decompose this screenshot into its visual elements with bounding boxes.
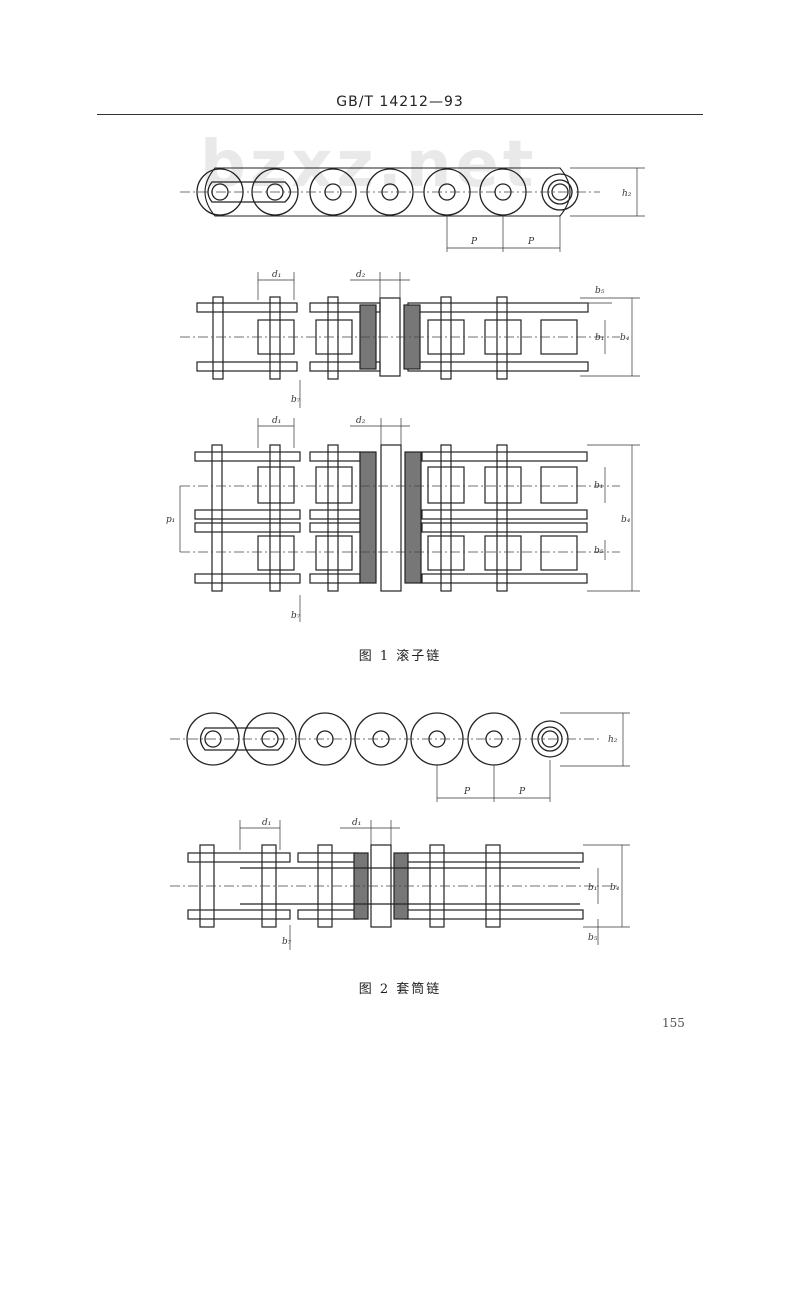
fig1b-b1-label: b₁ <box>595 333 604 343</box>
page-number: 155 <box>662 1016 685 1030</box>
fig2b-b7-label: b₇ <box>282 937 292 947</box>
fig1b-b7-label: b₇ <box>291 395 301 405</box>
figure2-caption: 图 2 套筒链 <box>358 982 442 997</box>
fig1c-p1-label: p₁ <box>166 515 175 525</box>
fig1c-d2-label: d₂ <box>356 416 366 426</box>
fig2b-b1-label: b₁ <box>588 883 597 893</box>
fig2-side-view: h₂ P P <box>170 712 630 802</box>
fig2-pitch-label-2: P <box>518 787 526 797</box>
fig1-double-row-top-view: d₁ d₂ p₁ b₁ b₄ b₅ b₇ <box>166 416 640 622</box>
fig2b-b4-label: b₄ <box>610 883 620 893</box>
figure1-caption: 图 1 滚子链 <box>358 649 442 664</box>
fig2-top-view: d₁ d₁ b₁ b₄ b₅ b₇ <box>170 818 630 950</box>
fig1c-b1-label: b₁ <box>594 481 603 491</box>
fig1-pitch-label-1: P <box>470 237 478 247</box>
fig1-h2-label: h₂ <box>622 189 632 199</box>
fig2b-d1b-label: d₁ <box>352 818 361 828</box>
fig1c-b5-label: b₅ <box>594 546 604 556</box>
fig1c-b7-label: b₇ <box>291 611 301 621</box>
fig1-side-view: h₂ P P <box>180 167 645 252</box>
fig1c-d1-label: d₁ <box>272 416 281 426</box>
fig1-single-row-top-view: d₁ d₂ b₅ b₁ b₄ b₇ <box>180 270 640 408</box>
fig1-pitch-label-2: P <box>527 237 535 247</box>
fig1b-d1-label: d₁ <box>272 270 281 280</box>
fig2-pitch-label-1: P <box>463 787 471 797</box>
fig2-h2-label: h₂ <box>608 735 618 745</box>
fig1b-b4-label: b₄ <box>620 333 630 343</box>
standard-header: GB/T 14212—93 <box>336 94 464 110</box>
fig2b-d1-label: d₁ <box>262 818 271 828</box>
fig1c-b4-label: b₄ <box>621 515 631 525</box>
header-rule <box>97 114 703 115</box>
fig1b-b5-label: b₅ <box>595 286 605 296</box>
fig1b-d2-label: d₂ <box>356 270 366 280</box>
fig2b-b5-label: b₅ <box>588 933 598 943</box>
